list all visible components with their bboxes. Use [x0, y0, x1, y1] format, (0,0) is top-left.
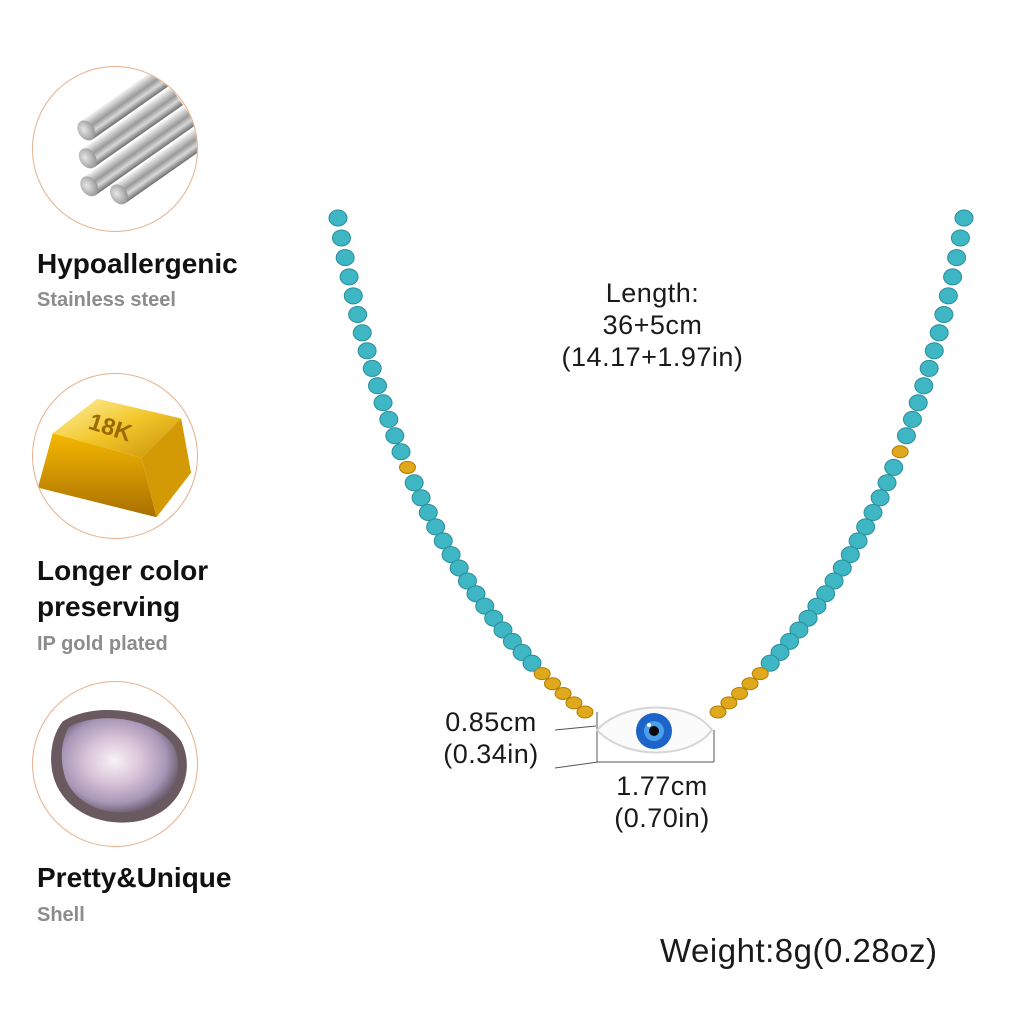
- turquoise-bead: [950, 229, 970, 247]
- turquoise-bead: [343, 287, 363, 305]
- gold-spacer-bead: [731, 686, 749, 700]
- feature-subtitle: Shell: [37, 904, 85, 926]
- turquoise-bead: [367, 377, 387, 395]
- gold-spacer-bead: [565, 696, 583, 710]
- feature-subtitle: Stainless steel: [37, 289, 176, 311]
- turquoise-bead: [411, 489, 431, 507]
- feature-title: preserving: [37, 591, 181, 622]
- gold-spacer-bead: [576, 705, 594, 719]
- turquoise-bead: [348, 305, 368, 323]
- length-dimension: Length: 36+5cm (14.17+1.97in): [561, 278, 744, 372]
- gold-spacer-bead: [720, 696, 738, 710]
- turquoise-bead: [884, 458, 904, 476]
- measurement-lines: [554, 712, 715, 769]
- shell-image: [32, 681, 198, 847]
- turquoise-bead: [824, 572, 844, 590]
- turquoise-bead: [493, 621, 513, 639]
- turquoise-bead: [947, 249, 967, 267]
- turquoise-bead: [373, 394, 393, 412]
- turquoise-bead: [863, 504, 883, 521]
- steel-rods-icon: [77, 67, 197, 205]
- turquoise-bead: [433, 532, 453, 550]
- turquoise-bead: [919, 359, 939, 377]
- turquoise-bead: [870, 489, 890, 507]
- feature-title: Longer color: [37, 555, 209, 586]
- turquoise-bead: [934, 305, 954, 323]
- weight-label: Weight:8g(0.28oz): [660, 932, 938, 969]
- turquoise-bead: [391, 443, 411, 461]
- feature-subtitle: IP gold plated: [37, 633, 168, 655]
- evil-eye-pendant: [595, 706, 714, 754]
- turquoise-bead: [902, 410, 922, 428]
- turquoise-bead: [798, 609, 818, 627]
- turquoise-bead: [832, 559, 852, 577]
- turquoise-bead: [522, 654, 542, 672]
- turquoise-bead: [466, 585, 486, 603]
- turquoise-bead: [908, 394, 928, 412]
- turquoise-bead: [418, 504, 438, 521]
- gold-spacer-bead: [709, 705, 727, 719]
- turquoise-bead: [449, 559, 469, 577]
- feature-title: Hypoallergenic: [37, 248, 238, 279]
- turquoise-bead: [954, 209, 974, 227]
- gold-spacer-bead: [741, 677, 759, 691]
- turquoise-bead: [943, 268, 963, 286]
- turquoise-bead: [816, 585, 836, 603]
- turquoise-bead: [404, 474, 424, 492]
- feature-title: Pretty&Unique: [37, 862, 232, 893]
- turquoise-bead: [924, 342, 944, 360]
- turquoise-bead: [938, 287, 958, 305]
- turquoise-bead: [848, 532, 868, 550]
- turquoise-bead: [328, 209, 348, 227]
- turquoise-bead: [484, 609, 504, 627]
- turquoise-bead: [339, 268, 359, 286]
- turquoise-bead: [331, 229, 351, 247]
- turquoise-bead: [352, 324, 372, 342]
- turquoise-bead: [362, 359, 382, 377]
- turquoise-bead: [877, 474, 897, 492]
- turquoise-bead: [807, 597, 827, 615]
- turquoise-bead: [426, 518, 446, 536]
- height-dimension: 0.85cm (0.34in): [443, 707, 539, 769]
- bead-strand: [328, 209, 974, 719]
- gold-spacer-bead: [398, 460, 416, 474]
- turquoise-bead: [914, 377, 934, 395]
- gold-bar-icon: 18K: [37, 398, 192, 518]
- turquoise-bead: [357, 342, 377, 360]
- turquoise-bead: [840, 546, 860, 564]
- gold-spacer-bead: [751, 667, 769, 681]
- shell-icon: [51, 709, 187, 823]
- turquoise-bead: [441, 546, 461, 564]
- width-dimension: 1.77cm (0.70in): [614, 771, 710, 833]
- turquoise-bead: [335, 249, 355, 267]
- stainless-steel-image: [32, 66, 198, 232]
- turquoise-bead: [789, 621, 809, 639]
- turquoise-bead: [896, 427, 916, 445]
- turquoise-bead: [379, 410, 399, 428]
- turquoise-bead: [760, 654, 780, 672]
- turquoise-bead: [929, 324, 949, 342]
- gold-spacer-bead: [544, 677, 562, 691]
- gold-plated-image: 18K: [32, 373, 198, 539]
- gold-spacer-bead: [554, 686, 572, 700]
- turquoise-bead: [385, 427, 405, 445]
- turquoise-bead: [856, 518, 876, 536]
- turquoise-bead: [457, 572, 477, 590]
- gold-spacer-bead: [533, 667, 551, 681]
- gold-spacer-bead: [891, 445, 909, 459]
- turquoise-bead: [475, 597, 495, 615]
